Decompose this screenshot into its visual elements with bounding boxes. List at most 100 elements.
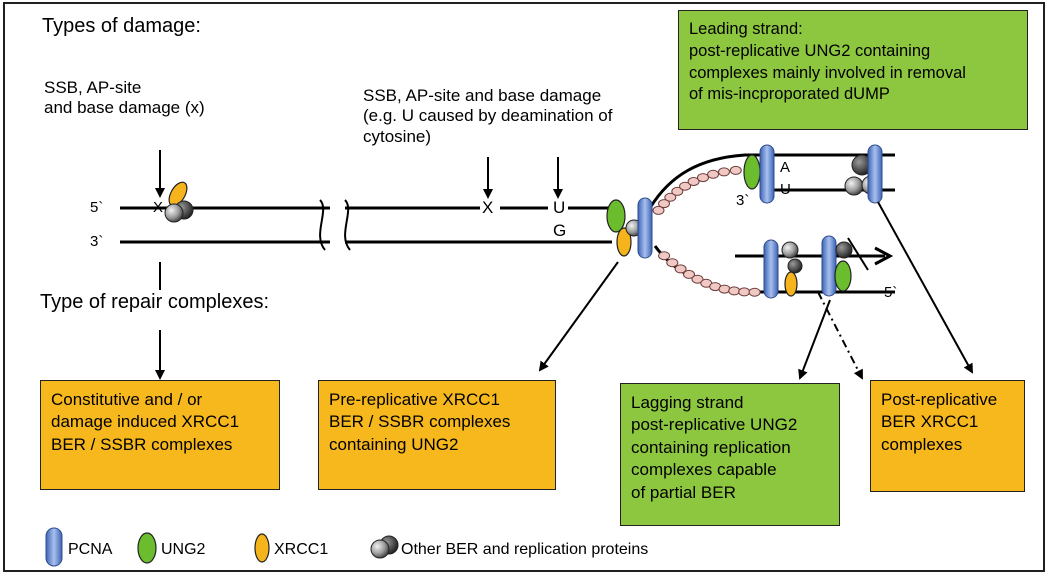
ung2-lagging xyxy=(834,260,852,292)
post-replicative-line-2: BER XRCC1 xyxy=(881,412,979,432)
repair-complex-left xyxy=(164,181,194,223)
label-a-fork: A xyxy=(780,159,791,176)
pre-replicative-line-2: BER / SSBR complexes xyxy=(329,412,511,432)
primer-bottom-bead xyxy=(748,287,761,297)
box-post-replicative: Post-replicative BER XRCC1 complexes xyxy=(870,380,1025,492)
damage-label-left: SSB, AP-site and base damage (x) xyxy=(44,78,205,119)
primer-top-bead xyxy=(664,192,677,202)
constitutive-line-1: Constitutive and / or xyxy=(51,390,203,409)
label-u-mid: U xyxy=(553,198,566,217)
lagging-line-2: post-replicative UNG2 xyxy=(631,415,798,435)
primer-beads-bottom xyxy=(658,251,761,297)
other-lag-3 xyxy=(835,241,853,259)
damage-mid-line-3: cytosine) xyxy=(363,126,432,146)
legend-other-label: Other BER and replication proteins xyxy=(401,541,649,558)
constitutive-line-3: BER / SSBR complexes xyxy=(51,434,233,454)
pre-replicative-line-3: containing UNG2 xyxy=(329,434,459,454)
pcna-icon xyxy=(45,527,63,567)
damage-left-line-2: and base damage (x) xyxy=(44,98,205,118)
figure-frame xyxy=(3,2,1045,572)
other-protein-light xyxy=(164,203,184,223)
damage-left-line-1: SSB, AP-site xyxy=(44,78,142,97)
label-5prime-left: 5` xyxy=(90,199,104,216)
break-mark-1 xyxy=(319,199,326,251)
heading-damage-types: Types of damage: xyxy=(42,15,201,37)
box-lagging-strand: Lagging strand post-replicative UNG2 con… xyxy=(620,383,840,526)
label-3prime-left: 3` xyxy=(90,233,104,250)
pcna-leading xyxy=(759,144,775,204)
label-5prime-fork: 5` xyxy=(884,284,898,301)
legend-pcna-label: PCNA xyxy=(68,541,113,558)
lagging-complexes xyxy=(763,235,853,299)
label-g-mid: G xyxy=(553,221,567,240)
box-constitutive: Constitutive and / or damage induced XRC… xyxy=(40,380,280,490)
lagging-line-3: containing replication xyxy=(631,437,791,457)
arrow-leading-to-post xyxy=(877,201,973,374)
damage-mid-line-1: SSB, AP-site and base damage xyxy=(363,86,602,105)
okazaki-nick xyxy=(847,237,869,271)
other-icon-light xyxy=(370,539,390,559)
primer-bottom-bead xyxy=(658,251,671,261)
heading-repair-types: Type of repair complexes: xyxy=(40,291,269,313)
pcna-lagging-1 xyxy=(763,239,779,299)
legend-xrcc1-label: XRCC1 xyxy=(274,541,329,558)
pcna-fork xyxy=(637,197,653,259)
primer-top-bead xyxy=(652,205,665,215)
box-leading-strand: Leading strand: post-replicative UNG2 co… xyxy=(678,10,1028,130)
ung2-fork xyxy=(606,199,626,233)
leading-line-2: post-replicative UNG2 containing xyxy=(689,41,931,60)
other-lead-2 xyxy=(844,176,864,196)
primer-top-bead xyxy=(679,181,692,191)
arrow-to-prereplicative xyxy=(538,261,619,372)
break-mark-2 xyxy=(344,199,351,251)
leading-line-1: Leading strand: xyxy=(689,20,803,38)
primer-top-bead xyxy=(658,199,670,209)
dna-duplex-left xyxy=(120,199,612,251)
damage-mid-line-2: (e.g. U caused by deamination of xyxy=(363,106,613,126)
lagging-arrowhead xyxy=(874,246,894,266)
fork-complex xyxy=(606,197,653,259)
damage-label-middle: SSB, AP-site and base damage (e.g. U cau… xyxy=(363,86,612,147)
arrow-dashdot-to-post xyxy=(817,291,863,380)
xrcc1-icon xyxy=(254,533,270,563)
fork-top-parental xyxy=(648,153,895,209)
pcna-lagging-2 xyxy=(821,235,837,297)
primer-bottom-bead xyxy=(728,286,741,296)
constitutive-line-2: damage induced XRCC1 xyxy=(51,412,240,432)
primer-top-bead xyxy=(697,173,709,183)
primer-top-bead xyxy=(687,177,700,186)
other-lag-1 xyxy=(781,241,799,259)
leading-complexes xyxy=(743,144,883,204)
primer-bottom-bead xyxy=(666,258,679,268)
label-x-mid: X xyxy=(482,198,494,217)
label-x-left: X xyxy=(153,199,164,216)
xrcc1-fork xyxy=(616,227,632,257)
ung2-icon xyxy=(137,532,157,564)
primer-bottom-bead xyxy=(674,264,687,274)
primer-top-bead xyxy=(718,167,730,177)
legend-icons xyxy=(45,527,399,567)
primer-bottom-bead xyxy=(683,269,695,279)
leading-line-3: complexes mainly involved in removal xyxy=(689,63,966,82)
ung2-leading xyxy=(743,154,761,190)
lagging-line-1: Lagging strand xyxy=(631,393,744,412)
lagging-line-5: of partial BER xyxy=(631,482,736,502)
arrow-to-lagging xyxy=(798,299,831,380)
pcna-leading-2 xyxy=(867,144,883,204)
xrcc1-lagging xyxy=(784,271,798,297)
pre-replicative-line-1: Pre-replicative XRCC1 xyxy=(329,390,500,409)
leading-line-4: of mis-incproporated dUMP xyxy=(689,85,890,104)
primer-top-bead xyxy=(671,186,684,196)
post-replicative-line-3: complexes xyxy=(881,434,963,454)
primer-top-bead xyxy=(729,165,742,175)
label-u-fork: U xyxy=(780,181,791,198)
primer-bottom-bead xyxy=(691,274,704,284)
lagging-line-4: complexes capable xyxy=(631,460,777,480)
other-lag-2 xyxy=(787,258,803,274)
post-replicative-line-1: Post-replicative xyxy=(881,390,998,409)
primer-beads-top xyxy=(652,165,742,215)
legend-ung2-label: UNG2 xyxy=(161,541,206,558)
primer-top-bead xyxy=(707,169,720,179)
box-pre-replicative: Pre-replicative XRCC1 BER / SSBR complex… xyxy=(318,380,556,490)
